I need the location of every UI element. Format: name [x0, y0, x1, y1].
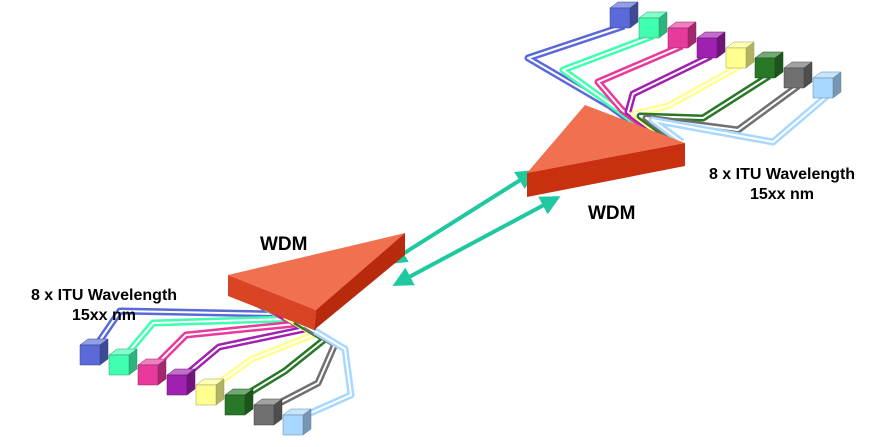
- wdm-label-right: WDM: [588, 203, 636, 224]
- wavelength-label-left-line2: 15xx nm: [71, 307, 137, 324]
- wdm-prism-right: [527, 105, 685, 197]
- wavelength-cube-left-4: [166, 368, 196, 396]
- fiber-bundle-right: [524, 22, 830, 146]
- wavelength-label-left-line1: 8 x ITU Wavelength: [30, 287, 178, 304]
- wavelength-label-left: 8 x ITU Wavelength 15xx nm: [8, 286, 200, 326]
- wavelength-cube-right-2: [638, 11, 668, 39]
- wavelength-cube-right-5: [725, 41, 755, 69]
- wavelength-cube-left-1: [79, 338, 109, 366]
- wavelength-cube-left-5: [195, 378, 225, 406]
- fiber-bundle-left: [91, 292, 355, 423]
- wavelength-cube-left-2: [108, 348, 138, 376]
- wavelength-cube-right-8: [812, 71, 842, 99]
- wavelength-cube-left-6: [224, 388, 254, 416]
- wavelength-cube-left-3: [137, 358, 167, 386]
- wavelength-cube-right-7: [783, 61, 813, 89]
- wavelength-label-right-line1: 8 x ITU Wavelength: [708, 166, 856, 183]
- wavelength-cube-right-6: [754, 51, 784, 79]
- wdm-prism-left: [228, 233, 405, 330]
- channel-cubes-left: [79, 338, 312, 436]
- wdm-label-left: WDM: [260, 234, 308, 255]
- wavelength-cube-left-7: [253, 398, 283, 426]
- link-arrow-lower: [392, 196, 561, 286]
- channel-cubes-right: [609, 1, 842, 99]
- wavelength-cube-left-8: [282, 408, 312, 436]
- wavelength-label-right: 8 x ITU Wavelength 15xx nm: [686, 165, 878, 205]
- wavelength-cube-right-4: [696, 31, 726, 59]
- fiber-right-8-core: [651, 95, 828, 143]
- wavelength-label-right-line2: 15xx nm: [749, 186, 815, 203]
- fiber-left-8-core: [296, 330, 352, 420]
- wavelength-cube-right-1: [609, 1, 639, 29]
- wavelength-cube-right-3: [667, 21, 697, 49]
